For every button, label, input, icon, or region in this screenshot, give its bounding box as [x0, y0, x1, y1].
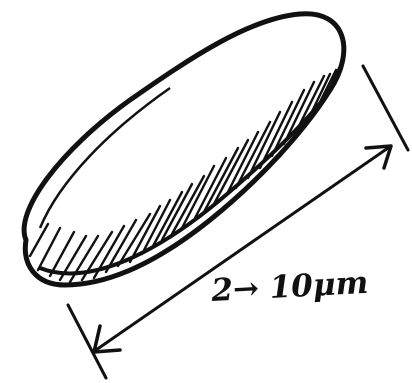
- extension-line-bottom: [66, 303, 108, 380]
- dimension-indicator: [66, 64, 410, 380]
- cell-body: [21, 11, 347, 288]
- size-label: 2→ 10μm: [210, 265, 370, 309]
- dimension-line: [94, 146, 390, 352]
- cell-upper-rim: [38, 86, 171, 229]
- arrowhead-bottom-icon: [92, 324, 122, 354]
- cell-shading: [28, 64, 342, 284]
- extension-line-top: [361, 64, 410, 152]
- cell-lower-rim: [39, 86, 334, 276]
- arrowhead-top-icon: [364, 144, 393, 170]
- cell-outline: [21, 11, 347, 288]
